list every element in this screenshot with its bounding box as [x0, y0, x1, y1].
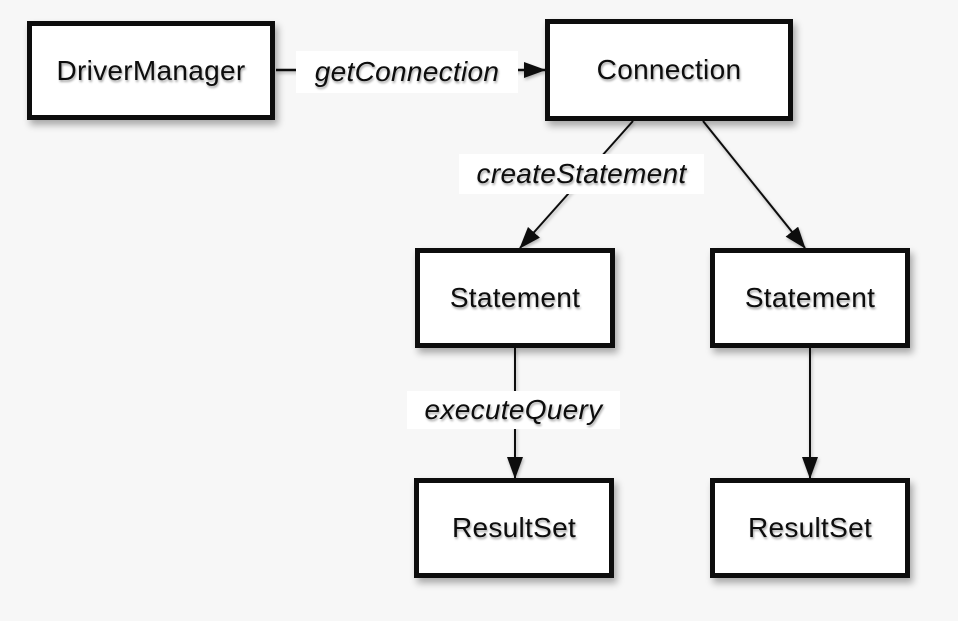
node-statement-right: Statement [710, 248, 910, 348]
node-connection-label: Connection [596, 54, 742, 85]
edge-label-execute-query: executeQuery [407, 391, 620, 429]
edge-connection-to-statement-right [702, 120, 806, 249]
edge-label-get-connection: getConnection [296, 51, 518, 93]
edge-label-create-statement: createStatement [459, 154, 704, 194]
node-resultset-right: ResultSet [710, 478, 910, 578]
node-statement-right-label: Statement [744, 282, 876, 313]
node-resultset-left: ResultSet [414, 478, 614, 578]
node-statement-left: Statement [415, 248, 615, 348]
node-driver-manager-label: DriverManager [56, 54, 246, 86]
node-resultset-left-label: ResultSet [451, 512, 577, 543]
node-driver-manager: DriverManager [27, 21, 275, 120]
node-statement-left-label: Statement [449, 282, 581, 313]
node-resultset-right-label: ResultSet [747, 512, 873, 543]
node-connection: Connection [545, 19, 793, 121]
